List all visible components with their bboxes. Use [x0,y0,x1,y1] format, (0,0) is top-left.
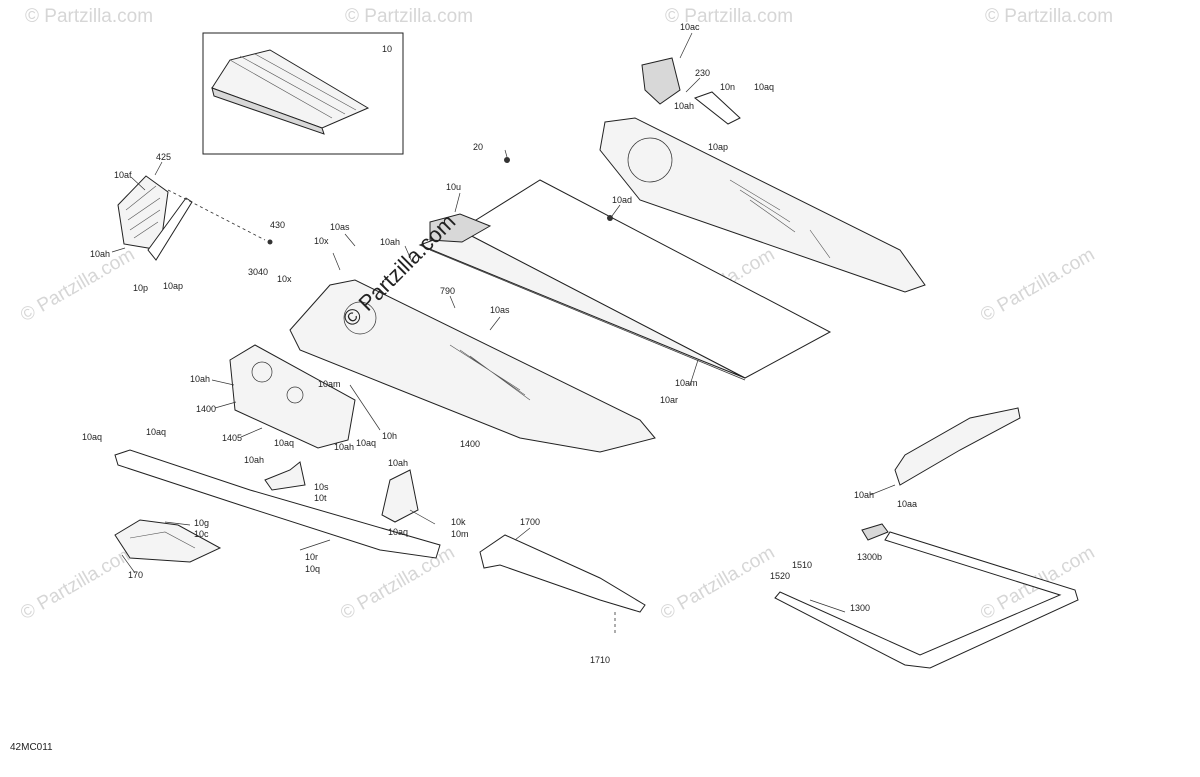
label-10am: 10am [675,378,698,388]
label-10aq: 10aq [754,82,774,92]
label-10q: 10q [305,564,320,574]
label-10aq: 10aq [274,438,294,448]
label-10c: 10c [194,529,209,539]
label-10af: 10af [114,170,132,180]
label-1710: 1710 [590,655,610,665]
label-430: 430 [270,220,285,230]
front-panel-10af [117,175,169,251]
label-10ah: 10ah [244,455,264,465]
watermark: © Partzilla.com [17,244,138,326]
skid-plate [114,519,222,563]
label-10r: 10r [305,552,318,562]
label-1400: 1400 [460,439,480,449]
label-10h: 10h [382,431,397,441]
part-rear-bracket [894,407,1021,486]
label-10ah: 10ah [334,442,354,452]
label-1300b: 1300b [857,552,882,562]
label-790: 790 [440,286,455,296]
inset-tunnel-side [211,87,325,135]
label-10aa: 10aa [897,499,917,509]
label-10p: 10p [133,283,148,293]
label-10t: 10t [314,493,327,503]
part-tunnel [418,157,832,381]
watermark: © Partzilla.com [665,6,793,27]
label-10k: 10k [451,517,466,527]
inset-box: 10 [202,32,404,155]
label-1510: 1510 [792,560,812,570]
label-1400: 1400 [196,404,216,414]
label-10as: 10as [490,305,510,315]
cooler-bracket [429,213,492,243]
part-left-rail [289,279,656,453]
right-rail [599,117,926,293]
diagram-code: 42MC011 [10,742,53,753]
part-rear-cap [479,534,646,635]
label-10aq: 10aq [356,438,376,448]
running-board [114,449,441,559]
label-10x: 10x [277,274,292,284]
watermark: © Partzilla.com [25,6,153,27]
label-10ah: 10ah [388,458,408,468]
label-10ah: 10ah [380,237,400,247]
label-10ap: 10ap [708,142,728,152]
label-1520: 1520 [770,571,790,581]
rear-cap-1700 [479,534,646,613]
watermark: © Partzilla.com [657,542,778,624]
watermark: © Partzilla.com [17,542,138,624]
label-10n: 10n [720,82,735,92]
label-10ac: 10ac [680,22,700,32]
label-10u: 10u [446,182,461,192]
bumper-end-1300b [861,523,889,541]
watermark: © Partzilla.com [985,6,1113,27]
part-skid [114,519,222,563]
label-10ap: 10ap [163,281,183,291]
part-inner-plate [229,344,356,449]
part-right-rail [599,57,926,293]
inner-plate-10h [229,344,356,449]
label-10ad: 10ad [612,195,632,205]
label-10g: 10g [194,518,209,528]
label-10ah: 10ah [190,374,210,384]
label-20: 20 [473,142,483,152]
label-1300: 1300 [850,603,870,613]
part-running-board [114,449,441,559]
label-10ar: 10ar [660,395,678,405]
part-small-brackets [264,461,419,523]
rear-bumper-1300 [774,531,1079,669]
label-170: 170 [128,570,143,580]
label-10as: 10as [330,222,350,232]
label-10aq: 10aq [82,432,102,442]
watermark: © Partzilla.com [345,6,473,27]
part-labels: 425 10af 10ah 10p 10ap 430 3040 10x 10x … [82,22,917,665]
part-front-left-panel [117,175,273,261]
rear-bracket-10aa [894,407,1021,486]
bracket-10k [381,469,419,523]
part-rear-bumper [774,523,1079,669]
label-10aq: 10aq [388,527,408,537]
label-10s: 10s [314,482,329,492]
label-10m: 10m [451,529,469,539]
label-10ah: 10ah [90,249,110,259]
left-rail [289,279,656,453]
label-10aq: 10aq [146,427,166,437]
label-1405: 1405 [222,433,242,443]
label-10ah: 10ah [854,490,874,500]
label-1700: 1700 [520,517,540,527]
label-230: 230 [695,68,710,78]
label-10am: 10am [318,379,341,389]
label-10x: 10x [314,236,329,246]
watermark: © Partzilla.com [337,542,458,624]
label-10ah: 10ah [674,101,694,111]
label-425: 425 [156,152,171,162]
bracket-10ac [641,57,681,105]
leader-lines [111,32,896,613]
label-3040: 3040 [248,267,268,277]
bracket-10s [264,461,306,491]
bracket-10n [693,91,741,125]
label-10: 10 [382,44,392,54]
watermark: © Partzilla.com [977,244,1098,326]
